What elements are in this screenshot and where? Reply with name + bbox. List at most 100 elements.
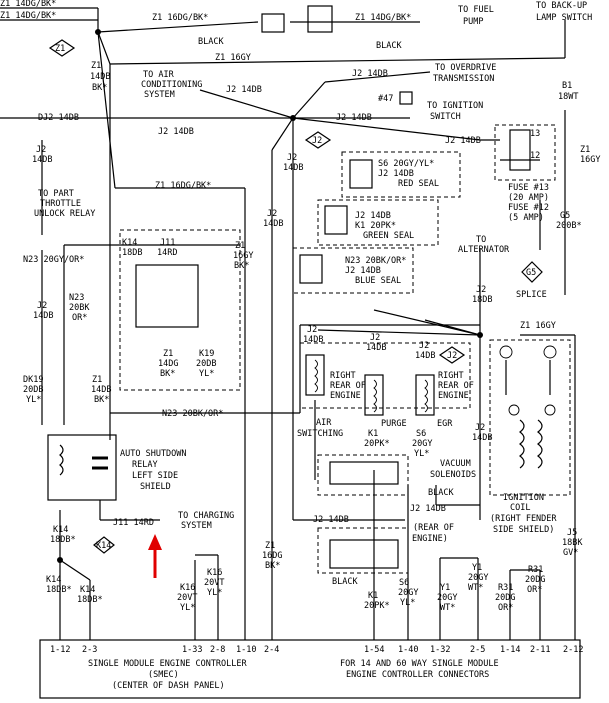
label-to-air-3: SYSTEM — [144, 90, 175, 100]
label-to-part-3: UNLOCK RELAY — [34, 209, 95, 219]
label-k14-18db-1: K14 — [46, 575, 61, 585]
label-to-fuel-pump-1: TO FUEL — [458, 5, 494, 15]
label-right-rear-6: ENGINE — [438, 391, 469, 401]
label-j2-14db-s4: 14DB — [366, 343, 386, 353]
label-z1-14dg-1: Z1 — [163, 349, 173, 359]
label-fuse13-2: (20 AMP) — [508, 193, 549, 203]
label-z1-16gy-mid-2: 16GY — [233, 251, 253, 261]
label-j2-tag-2: J2 — [447, 351, 457, 361]
label-j2-14db-ac: J2 14DB — [226, 85, 262, 95]
label-green-seal: GREEN SEAL — [363, 231, 414, 241]
label-k14: K14 — [122, 238, 137, 248]
label-z1-left-1: Z1 — [91, 61, 101, 71]
label-n23-20dg: N23 20BK/OR* — [345, 256, 406, 266]
label-18wt: 18WT — [558, 92, 578, 102]
label-to-air-2: CONDITIONING — [141, 80, 202, 90]
label-asd-4: SHIELD — [140, 482, 171, 492]
label-j2-bot-2: 14DB — [472, 433, 492, 443]
labels: Z1 14DG/BK* Z1 14DG/BK* Z1 16DG/BK* Z1 1… — [0, 0, 600, 613]
label-s6-2: J2 14DB — [378, 169, 414, 179]
label-g5-tag: G5 — [526, 268, 536, 278]
label-n23-20gy-4: OR* — [72, 313, 87, 323]
label-z1-14dgbk-top-2: Z1 14DG/BK* — [0, 11, 56, 21]
label-right-rear-5: REAR OF — [438, 381, 474, 391]
label-to-fuel-pump-2: PUMP — [463, 17, 483, 27]
label-k19-3: YL* — [199, 369, 214, 379]
label-red-seal: RED SEAL — [398, 179, 439, 189]
label-k1-20pk: K1 20PK* — [355, 221, 396, 231]
pin-1-32: 1-32 — [430, 645, 450, 655]
label-j2-14db-s5: J2 — [419, 341, 429, 351]
label-r31-20dg-1: R31 — [498, 583, 513, 593]
label-k16-1: K16 — [180, 583, 195, 593]
label-blue-seal: BLUE SEAL — [355, 276, 401, 286]
label-black-2: BLACK — [376, 41, 402, 51]
label-g5-1: G5 — [560, 211, 570, 221]
label-n23-20gy-1: N23 20GY/OR* — [23, 255, 84, 265]
label-ign-coil-3: (RIGHT FENDER — [490, 514, 557, 524]
label-to-ignition-2: SWITCH — [430, 112, 461, 122]
pin-1-40: 1-40 — [398, 645, 418, 655]
label-s6-20gy-1: S6 — [399, 578, 409, 588]
label-j11: J11 — [160, 238, 175, 248]
pin-1-33: 1-33 — [182, 645, 202, 655]
label-vacuum-1: VACUUM — [440, 459, 471, 469]
label-20pk: 20PK* — [364, 439, 390, 449]
label-z1-right-1: Z1 — [580, 145, 590, 155]
label-ign-coil-4: SIDE SHIELD) — [493, 525, 554, 535]
label-18db: 18DB — [122, 248, 142, 258]
label-k16-2: 20VT — [177, 593, 197, 603]
label-z1-bot-3: BK* — [94, 395, 109, 405]
label-air-switching-2: SWITCHING — [297, 429, 343, 439]
pin-2-11: 2-11 — [530, 645, 550, 655]
label-n23-20bkor: N23 20BK/OR* — [162, 409, 223, 419]
label-vacuum-2: SOLENOIDS — [430, 470, 476, 480]
label-k1-20pk-bot-1: K1 — [368, 591, 378, 601]
label-j2-18db-1: J2 — [476, 285, 486, 295]
red-arrow-icon — [148, 534, 162, 578]
label-j5-2: 18BK — [562, 538, 583, 548]
label-to-charging-2: SYSTEM — [181, 521, 212, 531]
label-right-rear-1: RIGHT — [330, 371, 356, 381]
label-z1-bot-1: Z1 — [92, 375, 102, 385]
label-j2-14db-fuse: J2 14DB — [445, 136, 481, 146]
pin-2-12: 2-12 — [563, 645, 583, 655]
splice-dots — [57, 29, 483, 563]
label-r31-3: OR* — [527, 585, 542, 595]
label-z1-16gy-mid-1: Z1 — [235, 241, 245, 251]
label-r31-20dg-2: 20DG — [495, 593, 515, 603]
label-j2-tag: J2 — [312, 136, 322, 146]
label-z1-16dgbk-top: Z1 16DG/BK* — [152, 13, 208, 23]
label-k1: K1 — [368, 429, 378, 439]
label-to-part-2: THROTTLE — [40, 199, 81, 209]
pin-numbers: 1-12 2-3 1-33 2-8 1-10 2-4 1-54 1-40 1-3… — [50, 645, 583, 655]
label-j2-14db-green: J2 14DB — [355, 211, 391, 221]
label-k14-18db-3: K14 — [80, 585, 95, 595]
pin-2-3: 2-3 — [82, 645, 97, 655]
label-asd-3: LEFT SIDE — [132, 471, 178, 481]
label-fuse12-1: FUSE #12 — [508, 203, 549, 213]
label-k16-3: YL* — [180, 603, 195, 613]
pin-1-12: 1-12 — [50, 645, 70, 655]
label-j2-14db-rear: J2 14DB — [313, 515, 349, 525]
label-j5-3: GV* — [563, 548, 578, 558]
label-z1-14dg-2: 14DG — [158, 359, 178, 369]
label-asd-2: RELAY — [132, 460, 158, 470]
label-z1-16dg-2: 16DG — [262, 551, 282, 561]
label-k16-5: 20VT — [204, 578, 224, 588]
label-fuse13-1: FUSE #13 — [508, 183, 549, 193]
label-k19-2: 20DB — [196, 359, 216, 369]
label-to-alt-1: TO — [476, 235, 486, 245]
label-j2-mid-1: J2 — [287, 153, 297, 163]
label-j2-14db-blue: J2 14DB — [345, 266, 381, 276]
label-j2-18db-2: 18DB — [472, 295, 492, 305]
label-to-air-1: TO AIR — [143, 70, 175, 80]
label-z1-14dgbk-fuel: Z1 14DG/BK* — [355, 13, 411, 23]
label-j2-left-1: J2 — [36, 145, 46, 155]
label-right-rear-3: ENGINE — [330, 391, 361, 401]
label-to-charging-1: TO CHARGING — [178, 511, 234, 521]
label-y1-2: 20GY — [468, 573, 488, 583]
label-to-alt-2: ALTERNATOR — [458, 245, 510, 255]
label-dj2-14db: DJ2 14DB — [38, 113, 79, 123]
